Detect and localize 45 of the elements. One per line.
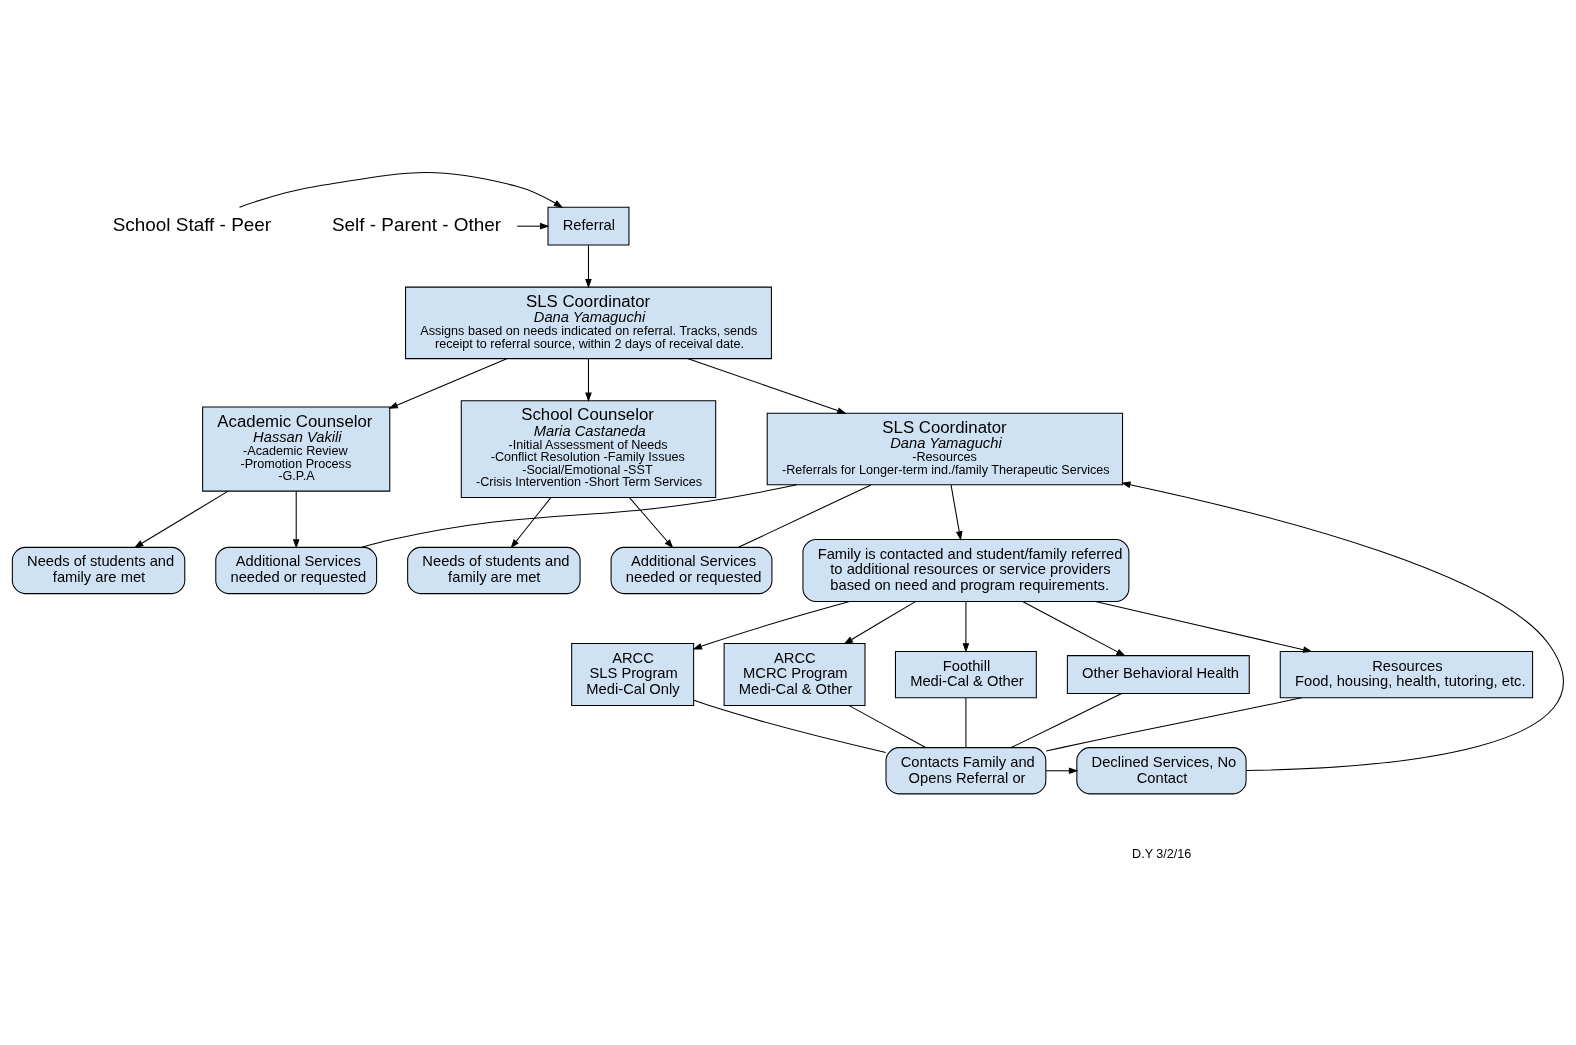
node-box: Declined Services, No Contact xyxy=(1076,746,1247,794)
node-box: Family is contacted and student/family referred to additional resources or service providers based on need and program requirements. xyxy=(802,538,1130,602)
arrow xyxy=(962,600,970,653)
node-text: School Staff - Peer xyxy=(112,213,272,235)
arrow xyxy=(585,244,592,288)
node-box: Contacts Family and Opens Referral or xyxy=(885,746,1047,794)
arrow xyxy=(1121,481,1564,771)
connector xyxy=(737,483,872,548)
arrow xyxy=(388,357,508,409)
arrow xyxy=(950,483,963,541)
node-box: Needs of students and family are met xyxy=(11,546,186,594)
connector xyxy=(1010,692,1123,748)
connector xyxy=(848,704,927,748)
arrow xyxy=(585,357,592,402)
node-box: ARCC MCRC Program Medi-Cal & Other xyxy=(723,642,866,706)
arrow xyxy=(292,490,300,549)
node-box: Academic Counselor Hassan Vakili -Academic Review -Promotion Process -G.P.A xyxy=(202,405,391,492)
node-box: Needs of students and family are met xyxy=(407,546,581,594)
connector xyxy=(965,696,967,748)
arrow xyxy=(692,600,851,649)
node-box: SLS Coordinator Dana Yamaguchi Assigns based on needs indicated on referral. Tracks, sends receipt to referral source, within 2 days of receival date. xyxy=(405,286,772,359)
node-box: Resources Food, housing, health, tutoring, etc. xyxy=(1279,650,1534,698)
connector xyxy=(693,699,887,753)
node-text: Self - Parent - Other xyxy=(331,213,502,235)
arrow xyxy=(1022,600,1126,656)
arrow xyxy=(238,171,564,208)
arrow xyxy=(843,600,916,644)
node-box: SLS Coordinator Dana Yamaguchi -Resources -Referrals for Longer-term ind./family Therapeutic Services xyxy=(766,412,1124,485)
node-box: Additional Services needed or requested xyxy=(215,546,378,594)
arrow xyxy=(628,496,674,548)
arrow xyxy=(1094,600,1313,653)
connector xyxy=(361,483,798,548)
node-box: School Counselor Maria Castaneda -Initial Assessment of Needs -Conflict Resolution -Family Issues -Social/Emotional -SST -Crisis Intervention -Short Term Services xyxy=(460,399,717,498)
node-box: Referral xyxy=(547,206,630,246)
arrow xyxy=(133,490,229,548)
arrow xyxy=(510,496,552,549)
node-box: ARCC SLS Program Medi-Cal Only xyxy=(571,642,695,706)
label: D.Y 3/2/16 xyxy=(1132,846,1192,861)
arrow xyxy=(516,222,550,229)
node-box: Additional Services needed or requested xyxy=(610,546,773,594)
node-box: Foothill Medi-Cal & Other xyxy=(894,650,1037,698)
arrow xyxy=(1045,766,1079,774)
node-box: Other Behavioral Health xyxy=(1066,654,1250,694)
arrow xyxy=(687,357,847,414)
connector xyxy=(1045,696,1303,752)
